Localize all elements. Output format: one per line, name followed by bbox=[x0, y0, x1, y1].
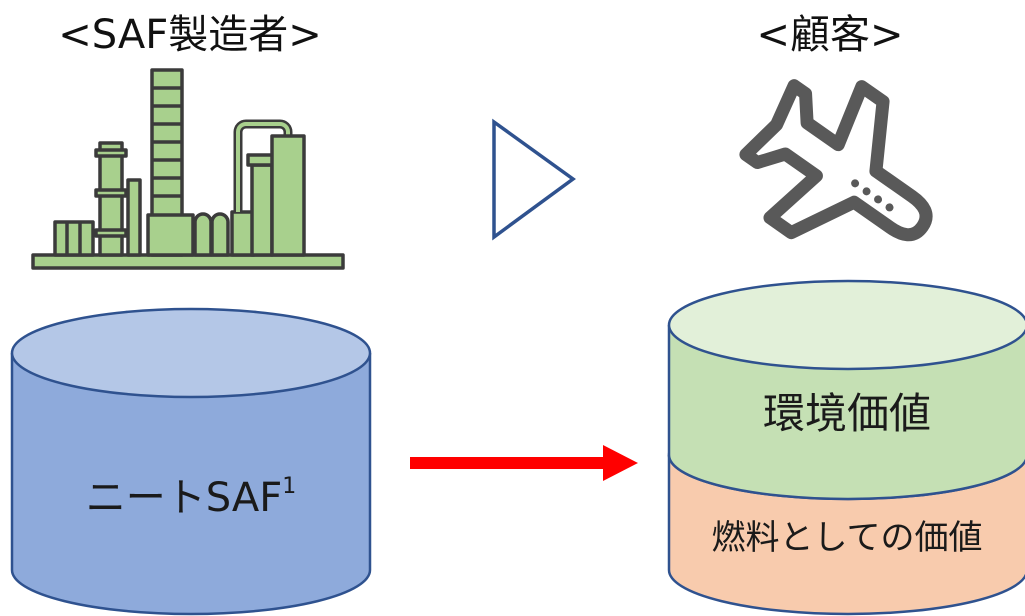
environmental-value-label: 環境価値 bbox=[762, 389, 931, 438]
footnote-marker: 1 bbox=[282, 473, 297, 499]
producer-label: <SAF製造者> bbox=[58, 12, 322, 58]
fuel-value-label: 燃料としての価値 bbox=[711, 518, 983, 558]
environmental-value-cylinder bbox=[667, 279, 1025, 501]
neat-saf-cylinder bbox=[10, 307, 372, 616]
right-arrow-icon bbox=[410, 445, 638, 481]
play-triangle-icon bbox=[492, 118, 576, 241]
neat-saf-text: ニートSAF bbox=[85, 475, 283, 521]
airplane-icon bbox=[739, 79, 933, 242]
factory-icon bbox=[31, 68, 345, 270]
customer-label: <顧客> bbox=[756, 12, 904, 58]
neat-saf-label: ニートSAF1 bbox=[10, 465, 372, 523]
